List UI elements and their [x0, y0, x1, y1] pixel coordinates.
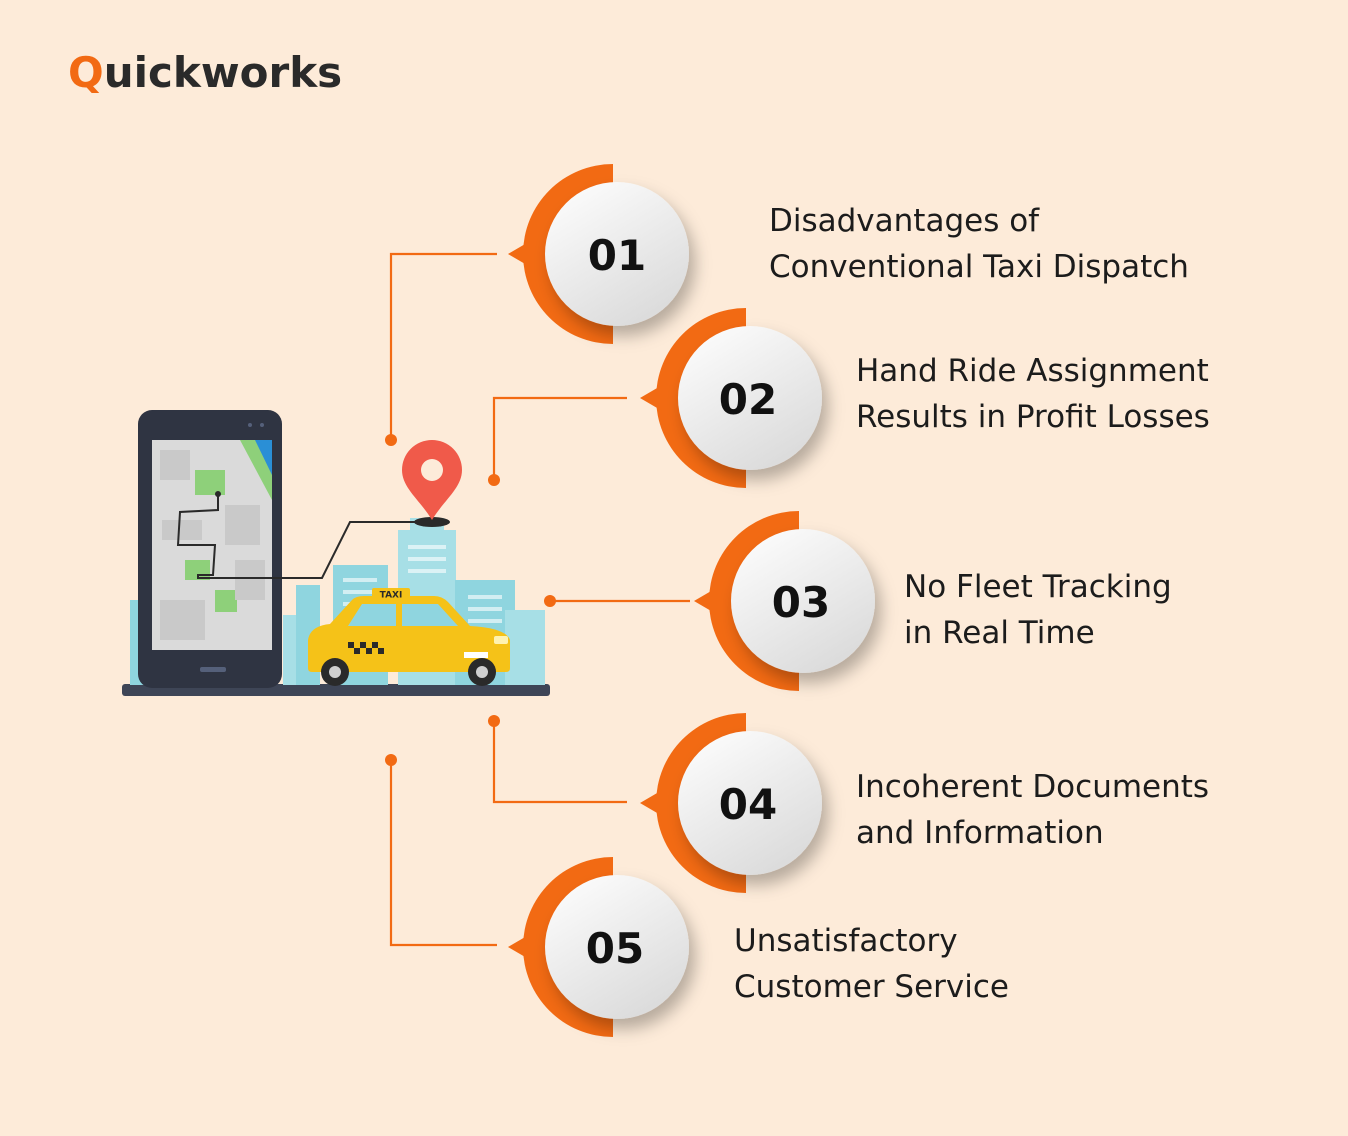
taxi-checker [348, 642, 384, 654]
step-title-line1: Incoherent Documents [856, 769, 1210, 805]
step-badge-03: 03 [694, 511, 875, 691]
connector-dot-01 [385, 434, 397, 446]
step-title-line2: in Real Time [904, 615, 1095, 651]
taxi-icon: TAXI [308, 588, 510, 686]
connector-dot-04 [488, 715, 500, 727]
connector-01 [389, 252, 497, 440]
step-text-02: Hand Ride Assignment Results in Profit L… [856, 348, 1210, 440]
route-line [176, 494, 420, 579]
connector-dot-02 [488, 474, 500, 486]
step-text-04: Incoherent Documents and Information [856, 764, 1209, 856]
step-number-04: 04 [719, 780, 777, 829]
taxi-sign: TAXI [380, 591, 403, 601]
quickworks-logo: Quickworks [68, 52, 342, 94]
step-title-line2: and Information [856, 815, 1104, 851]
step-number-02: 02 [719, 375, 777, 424]
connector-dots [385, 434, 556, 766]
step-badge-01: 01 [508, 164, 689, 344]
logo-rest: uickworks [103, 48, 343, 97]
step-text-05: Unsatisfactory Customer Service [734, 918, 1009, 1010]
step-number-03: 03 [772, 578, 830, 627]
connector-04 [492, 721, 627, 804]
step-title-line1: Unsatisfactory [734, 923, 958, 959]
step-title-line2: Conventional Taxi Dispatch [769, 249, 1189, 285]
step-title-line2: Results in Profit Losses [856, 399, 1210, 435]
connector-02 [492, 396, 627, 480]
taxi-app-illustration: TAXI [122, 410, 550, 696]
connector-dot-03 [544, 595, 556, 607]
step-title-line1: Hand Ride Assignment [856, 353, 1209, 389]
map-blocks [160, 440, 272, 640]
step-title-line2: Customer Service [734, 969, 1010, 1005]
connector-05 [389, 760, 497, 947]
step-badge-02: 02 [640, 308, 822, 488]
step-number-01: 01 [588, 231, 646, 280]
phone-camera [248, 423, 252, 427]
step-badge-04: 04 [640, 713, 822, 893]
logo-q: Q [68, 48, 104, 97]
step-badge-05: 05 [508, 857, 689, 1037]
connector-dot-05 [385, 754, 397, 766]
connectors [389, 252, 690, 947]
phone-home-button [200, 667, 226, 672]
step-title-line1: Disadvantages of [769, 203, 1040, 239]
step-text-03: No Fleet Tracking in Real Time [904, 564, 1172, 656]
step-number-05: 05 [586, 924, 644, 973]
step-title-line1: No Fleet Tracking [904, 569, 1172, 605]
location-pin-icon [402, 440, 462, 527]
step-text-01: Disadvantages of Conventional Taxi Dispa… [769, 198, 1189, 290]
